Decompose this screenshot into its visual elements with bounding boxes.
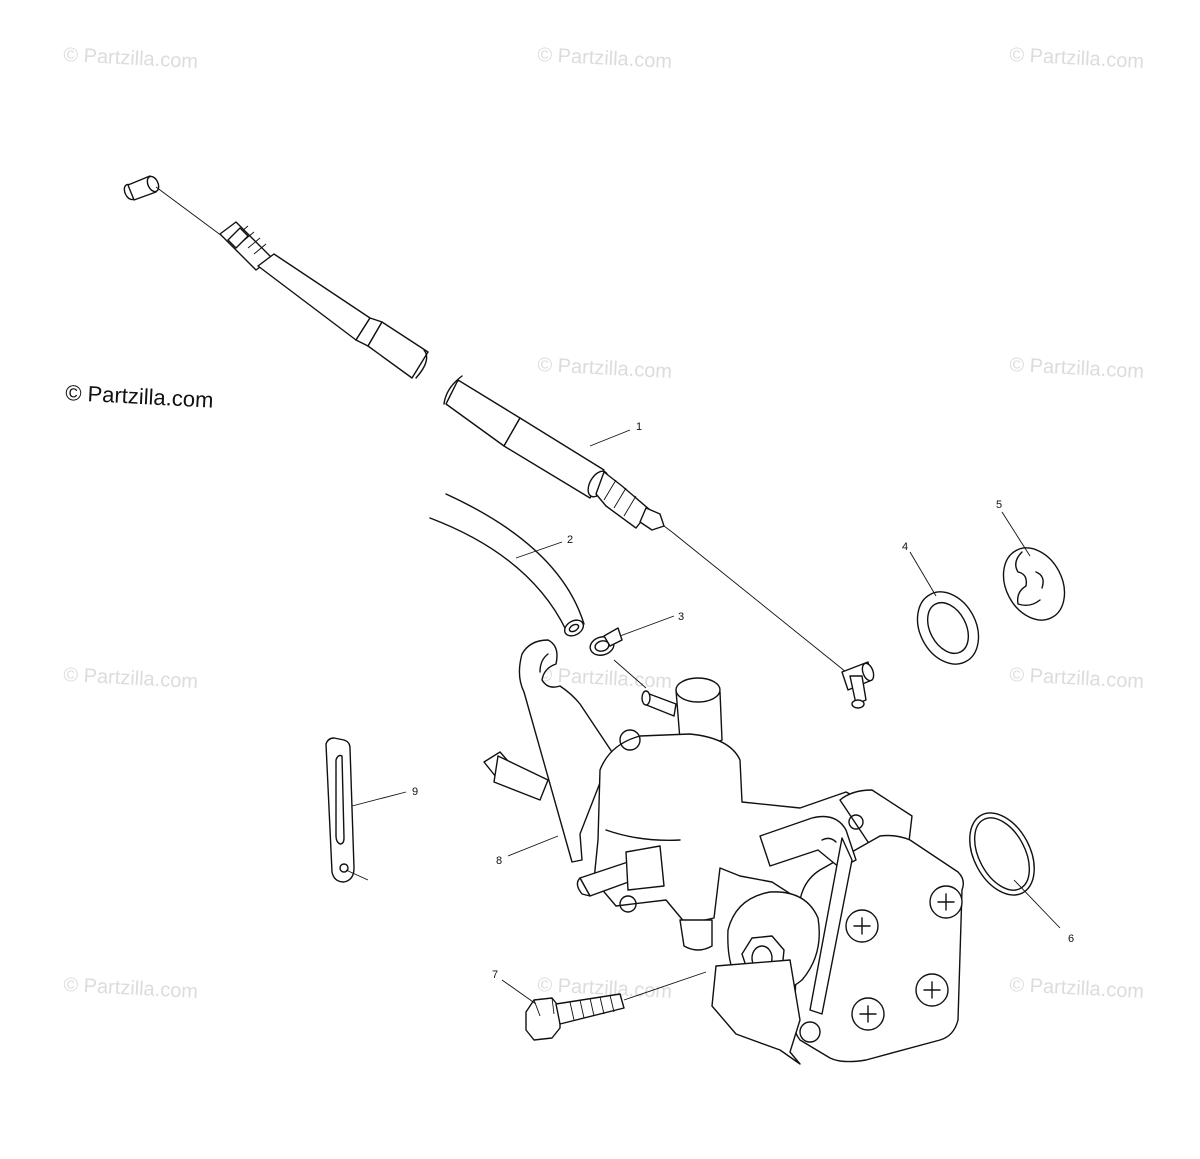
part-6-oring [969,812,1035,896]
callout-8: 8 [496,855,502,867]
cover-screws [845,885,963,1031]
part-2-hose [429,493,585,637]
part-8-oil-pump [483,639,965,1065]
part-9-strap [325,737,369,883]
cable-end-barrel [123,175,160,201]
callout-7: 7 [492,969,498,981]
part-1-cable [123,175,429,379]
part-4-washer [916,591,980,665]
callouts: 1 2 3 4 5 6 7 8 9 [412,421,1074,981]
cable-end-barrel-lower [841,661,875,709]
callout-6: 6 [1068,933,1074,945]
part-3-clamp [589,627,647,689]
callout-4: 4 [902,541,908,553]
part-7-bolt [525,971,707,1041]
callout-5: 5 [996,499,1002,511]
callout-2: 2 [567,534,573,546]
cable-adjuster-top [219,221,273,271]
callout-3: 3 [678,611,684,623]
part-5-eclip [1002,547,1066,621]
callout-1: 1 [636,421,642,433]
callout-9: 9 [412,786,418,798]
leader-lines [351,429,1061,1005]
part-1-cable-lower [443,375,875,709]
